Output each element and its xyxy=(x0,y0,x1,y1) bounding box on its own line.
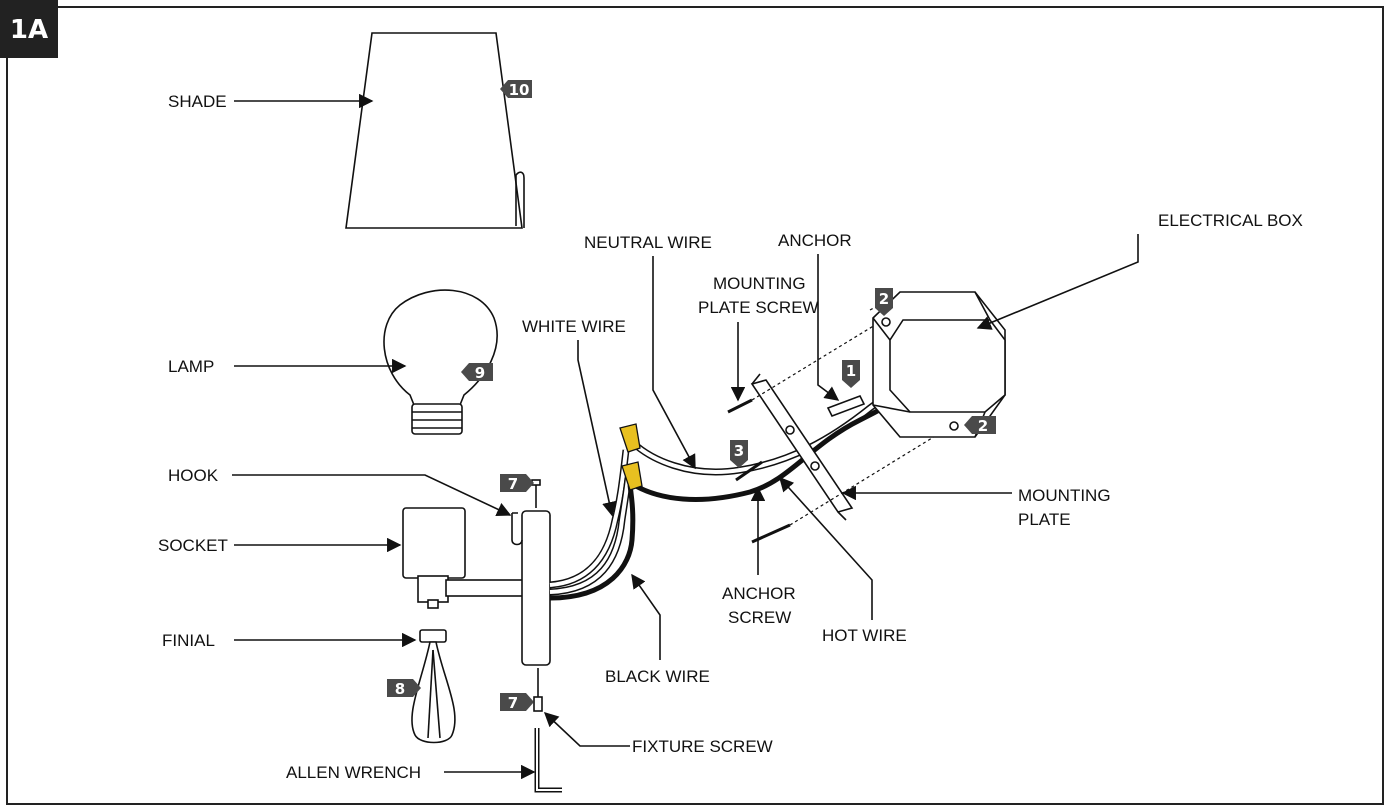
anchor-screw-label-1: ANCHOR xyxy=(722,584,796,603)
hook-label: HOOK xyxy=(168,466,219,485)
fixture-screw-label: FIXTURE SCREW xyxy=(632,737,773,756)
figure-id-tab: 1A xyxy=(0,0,58,58)
step-badge-shade: 10 xyxy=(500,80,532,99)
anchor-drawing xyxy=(826,394,866,418)
svg-text:1: 1 xyxy=(846,362,856,380)
svg-text:8: 8 xyxy=(395,680,405,698)
mounting-plate-drawing xyxy=(750,373,854,521)
mounting-plate-screw-label-2: PLATE SCREW xyxy=(698,298,819,317)
fixture-screw-bottom-drawing xyxy=(533,668,543,712)
anchor-label: ANCHOR xyxy=(778,231,852,250)
step-badge-box-screw-top: 2 xyxy=(875,288,893,316)
socket-label: SOCKET xyxy=(158,536,228,555)
allen-wrench-drawing xyxy=(534,728,562,793)
step-badge-fixture-screw-bottom: 7 xyxy=(500,693,534,712)
shade-label: SHADE xyxy=(168,92,227,111)
black-wire-label: BLACK WIRE xyxy=(605,667,710,686)
figure-id: 1A xyxy=(10,15,48,45)
lamp-bulb-drawing xyxy=(383,289,498,435)
svg-text:7: 7 xyxy=(508,475,518,493)
svg-text:2: 2 xyxy=(978,417,988,435)
step-badge-anchor: 1 xyxy=(842,360,860,388)
finial-label: FINIAL xyxy=(162,631,215,650)
svg-text:10: 10 xyxy=(509,81,530,99)
svg-text:3: 3 xyxy=(734,442,744,460)
lamp-label: LAMP xyxy=(168,357,214,376)
hot-wire-label: HOT WIRE xyxy=(822,626,907,645)
shade-drawing xyxy=(345,32,525,229)
mounting-plate-label-2: PLATE xyxy=(1018,510,1071,529)
socket-arm-drawing xyxy=(402,507,551,666)
svg-text:9: 9 xyxy=(475,364,485,382)
allen-wrench-label: ALLEN WRENCH xyxy=(286,763,421,782)
electrical-box-label: ELECTRICAL BOX xyxy=(1158,211,1303,230)
neutral-wire-label: NEUTRAL WIRE xyxy=(584,233,712,252)
svg-text:7: 7 xyxy=(508,694,518,712)
step-badge-finial: 8 xyxy=(387,679,421,698)
white-wire-label: WHITE WIRE xyxy=(522,317,626,336)
figure-frame xyxy=(6,6,1384,805)
anchor-screw-drawing xyxy=(735,460,763,482)
electrical-box-drawing xyxy=(872,291,1006,438)
fixture-screw-top-drawing xyxy=(531,479,541,508)
mounting-plate-label-1: MOUNTING xyxy=(1018,486,1111,505)
anchor-screw-label-2: SCREW xyxy=(728,608,791,627)
mounting-plate-screw-label-1: MOUNTING xyxy=(713,274,806,293)
finial-drawing xyxy=(411,629,456,744)
svg-text:2: 2 xyxy=(879,290,889,308)
step-badge-lamp: 9 xyxy=(461,363,493,382)
step-badge-anchor-screw: 3 xyxy=(730,440,748,468)
step-badge-fixture-screw-top: 7 xyxy=(500,474,534,493)
step-badge-box-screw-bottom: 2 xyxy=(964,416,996,435)
